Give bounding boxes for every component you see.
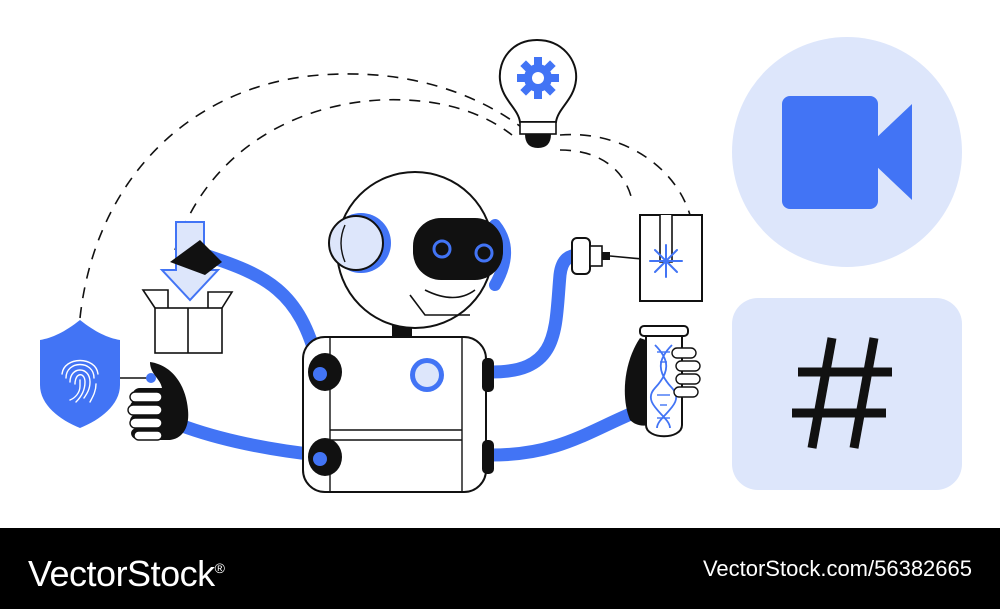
dashed-arcs [79,73,691,319]
brand-logo: VectorStock® [28,546,225,596]
robot-body [302,336,494,493]
robot-hand-left [127,362,189,441]
stock-id-text: VectorStock.com/56382665 [702,556,972,581]
robot-arms [173,248,647,462]
lightbulb-gear-icon [498,38,578,148]
video-camera-icon [732,37,962,267]
robot-illustration [40,37,962,493]
laser-cutter-icon [571,214,703,302]
fingerprint-shield-icon [40,320,156,428]
brand-name: VectorStock [28,553,215,594]
registered-mark: ® [214,560,225,576]
robot-head [328,171,511,329]
dna-test-tube-icon [624,325,701,438]
download-box-icon [141,221,234,354]
gripper-claw [170,240,222,275]
footer-bar: VectorStock® VectorStock.com/56382665 [0,528,1000,609]
hashtag-icon [732,298,962,490]
